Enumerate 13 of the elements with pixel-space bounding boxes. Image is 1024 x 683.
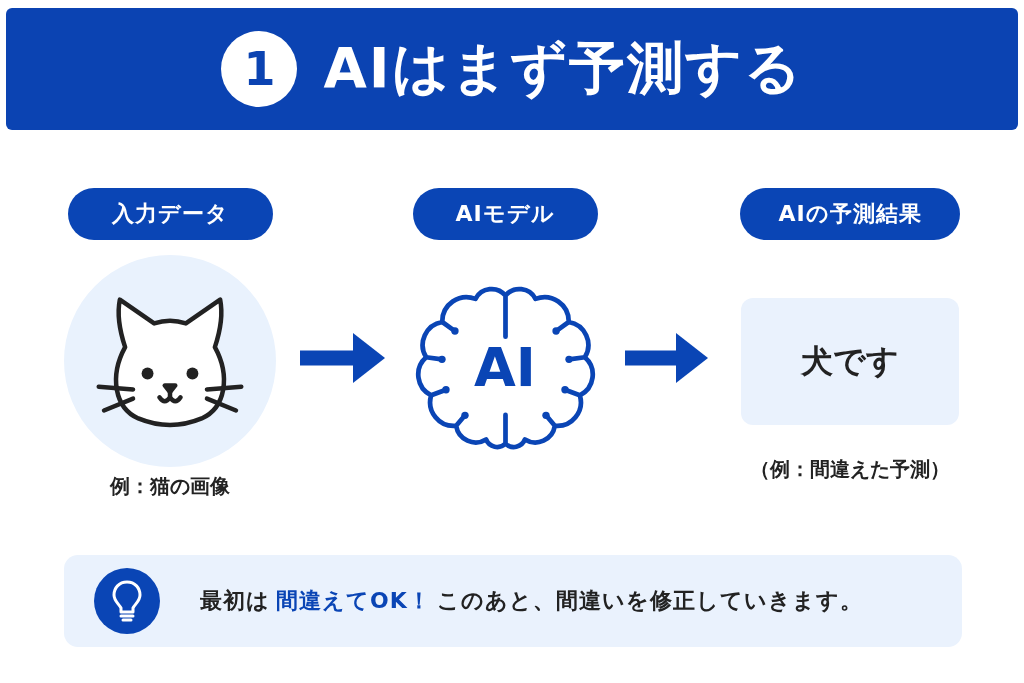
arrow — [625, 333, 708, 383]
arrow — [300, 333, 385, 383]
stage-heading: 入力データ — [67, 188, 273, 240]
stage-heading: AIモデル — [412, 188, 598, 240]
stage-heading: AIの予測結果 — [740, 188, 960, 240]
title-text: AIはまず予測する — [323, 34, 803, 102]
result-card: 犬です — [741, 298, 959, 425]
note-text: 最初は間違えてOK！このあと、間違いを修正していきます。 — [200, 587, 863, 615]
step-number: 1 — [221, 31, 298, 107]
note-panel — [64, 555, 962, 647]
caption-text: 例：猫の画像 — [110, 473, 230, 500]
model-label: AI — [474, 338, 536, 399]
caption-text: （例：間違えた予測） — [750, 456, 950, 483]
